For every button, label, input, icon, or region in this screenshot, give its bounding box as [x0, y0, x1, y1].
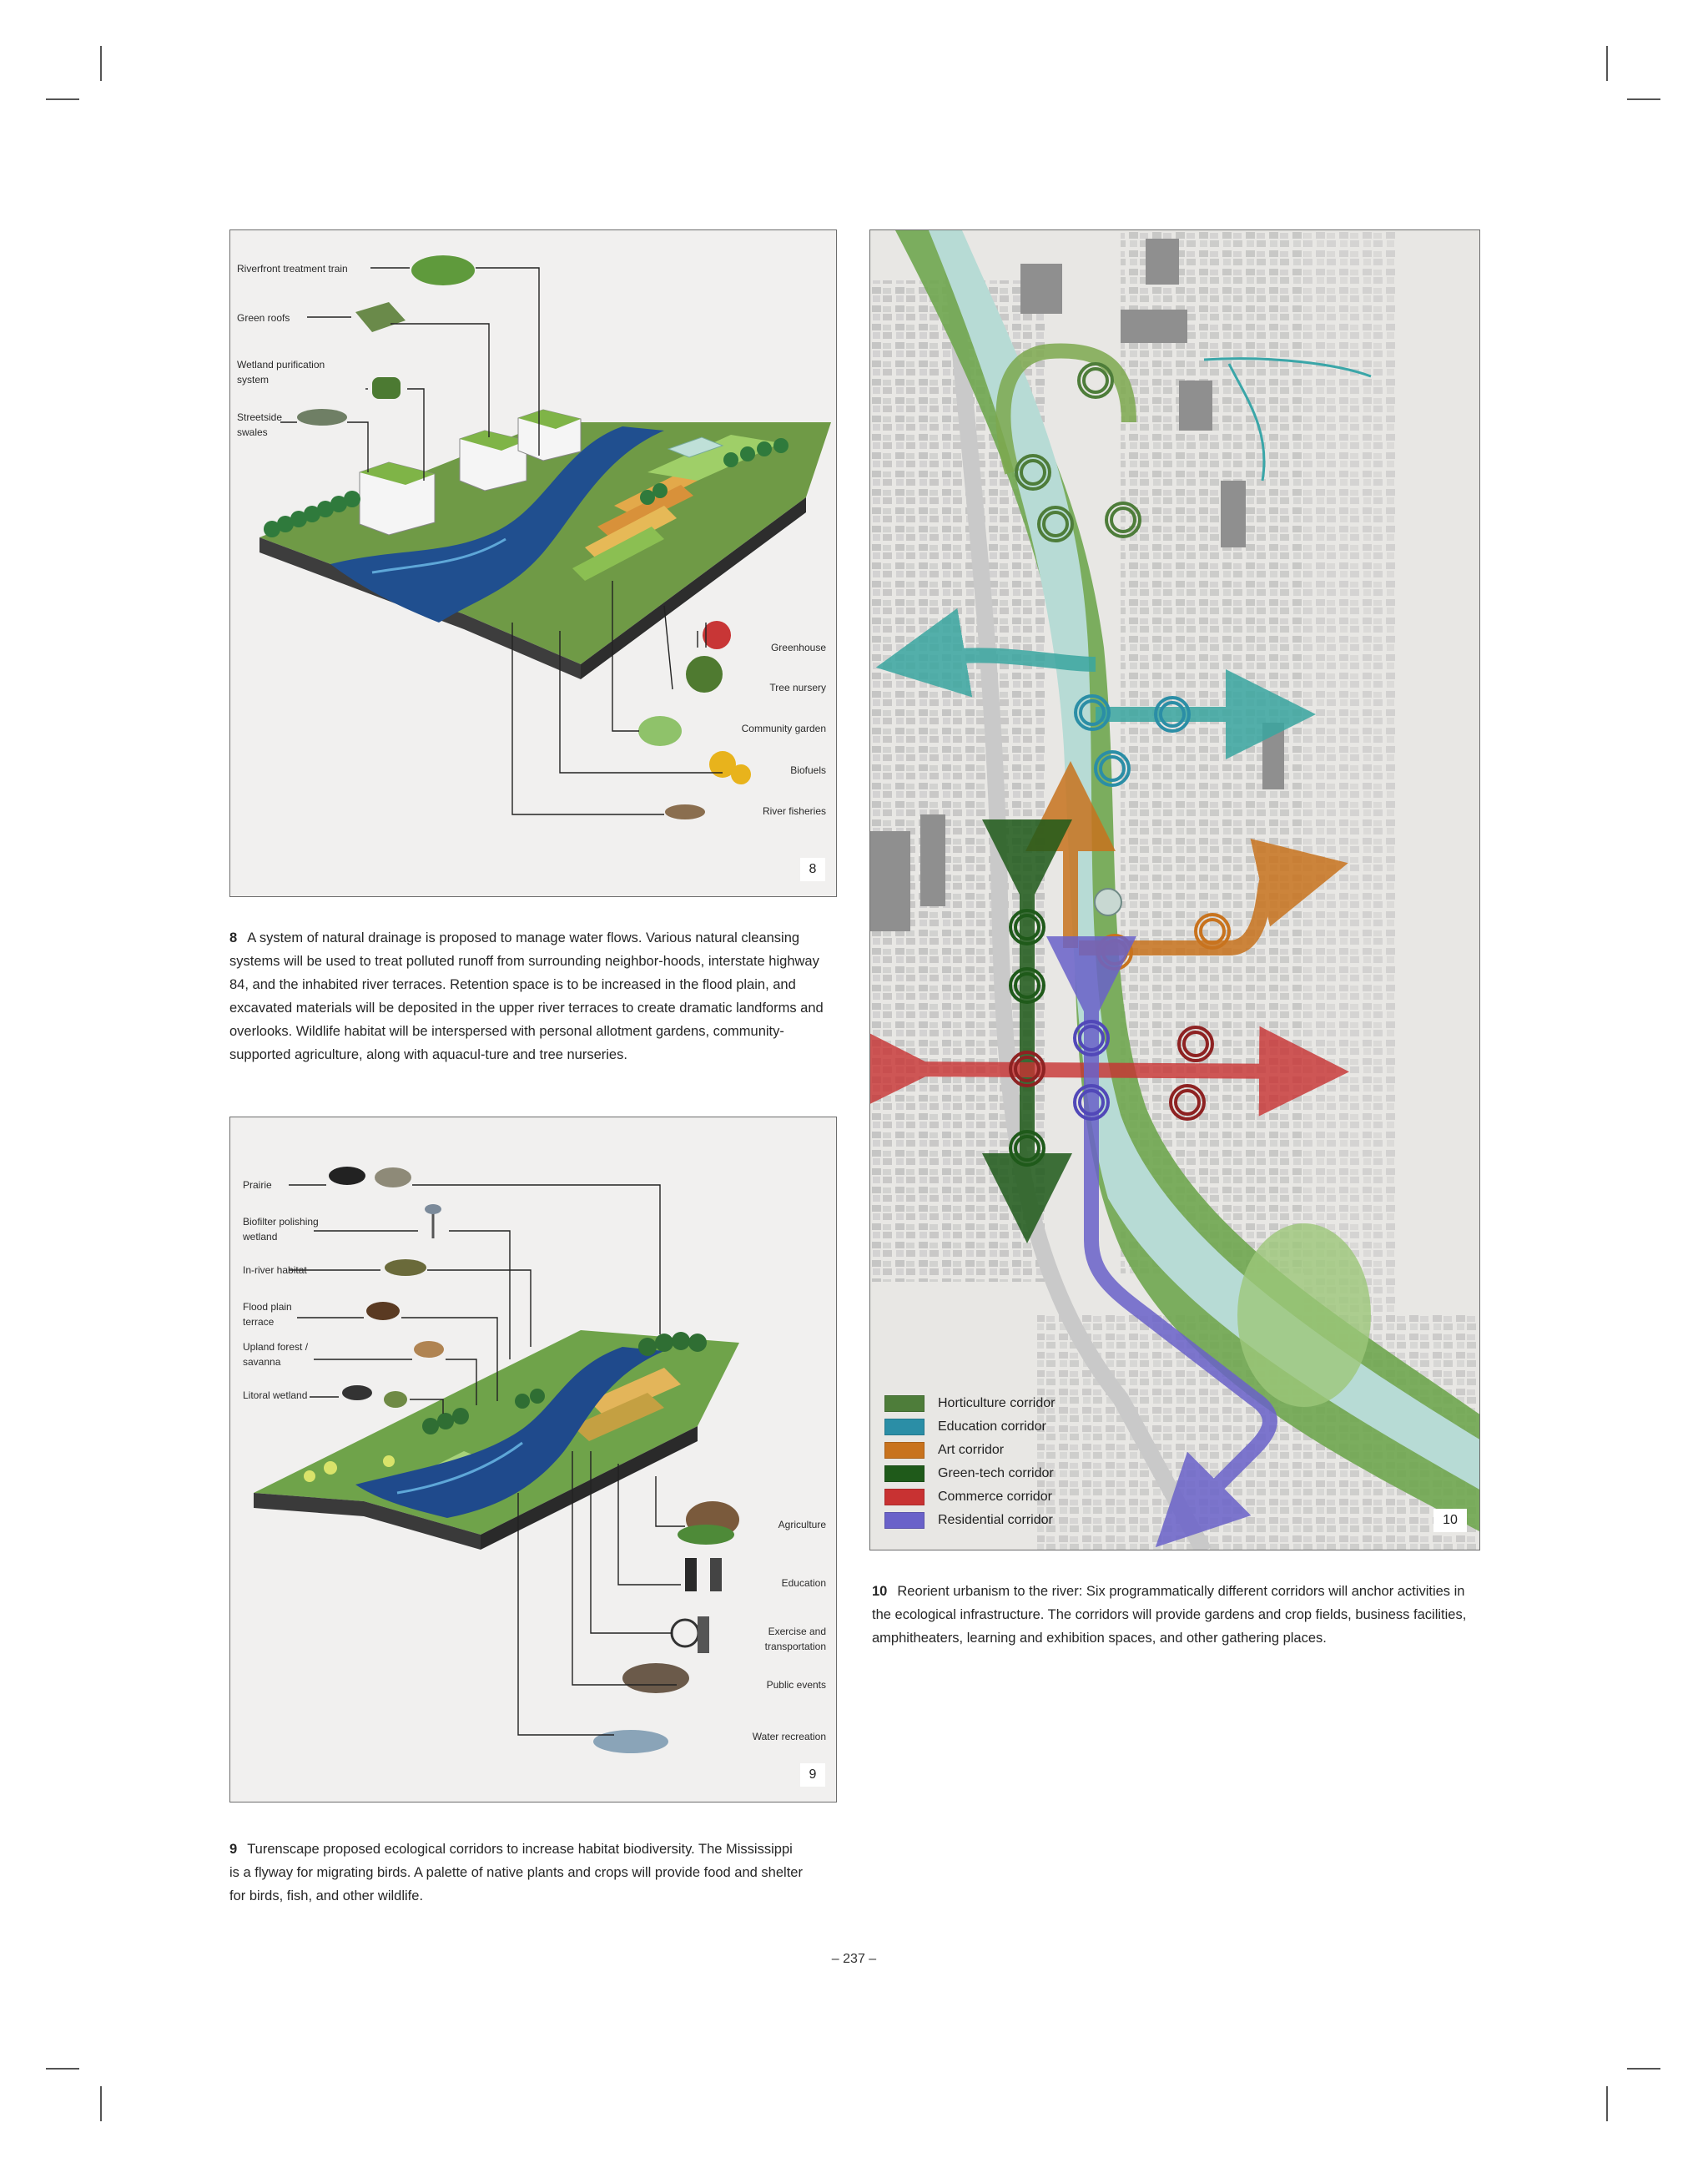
legend-label: Horticulture corridor	[938, 1396, 1056, 1410]
crop-mark	[100, 46, 102, 81]
crop-mark	[1606, 46, 1608, 81]
corridor-map	[870, 230, 1479, 1550]
legend-item: Horticulture corridor	[884, 1392, 1055, 1415]
label-litoral-wetland: Litoral wetland	[243, 1389, 308, 1401]
caption-text: Turenscape proposed ecological corridors…	[229, 1842, 803, 1903]
label-water-recreation: Water recreation	[752, 1731, 826, 1742]
figure-number: 8	[800, 858, 825, 881]
label-tree-nursery: Tree nursery	[769, 682, 826, 693]
page-number: – 237 –	[831, 1952, 877, 1966]
label-in-river-habitat: In-river habitat	[243, 1264, 307, 1276]
caption-number: 10	[872, 1584, 888, 1599]
legend-label: Green-tech corridor	[938, 1466, 1054, 1480]
figure-number: 9	[800, 1763, 825, 1787]
corridor-legend: Horticulture corridor Education corridor…	[884, 1392, 1055, 1532]
label-agriculture: Agriculture	[778, 1519, 826, 1530]
caption-text: A system of natural drainage is proposed…	[229, 930, 824, 1062]
label-biofilter-polishing-wetland: Biofilter polishing wetland	[243, 1216, 319, 1243]
legend-item: Green-tech corridor	[884, 1462, 1055, 1485]
label-flood-plain-terrace: Flood plain terrace	[243, 1301, 292, 1328]
legend-label: Art corridor	[938, 1443, 1005, 1457]
legend-swatch-education	[884, 1419, 925, 1435]
label-riverfront-treatment-train: Riverfront treatment train	[237, 263, 348, 275]
label-greenhouse: Greenhouse	[770, 642, 826, 653]
label-exercise-and-transportation: Exercise and transportation	[764, 1626, 826, 1652]
caption-number: 8	[229, 930, 238, 945]
drainage-illustration	[259, 255, 831, 819]
label-community-garden: Community garden	[741, 723, 826, 734]
label-education: Education	[781, 1577, 826, 1589]
legend-item: Education corridor	[884, 1415, 1055, 1439]
figure-10-corridor-map: 10	[869, 229, 1480, 1550]
legend-item: Art corridor	[884, 1439, 1055, 1462]
label-river-fisheries: River fisheries	[762, 805, 826, 817]
caption-text: Reorient urbanism to the river: Six prog…	[872, 1584, 1467, 1646]
label-streetside-swales: Streetside swales	[237, 411, 283, 438]
legend-swatch-residential	[884, 1512, 925, 1529]
legend-label: Education corridor	[938, 1419, 1046, 1434]
figure-9-habitat-diagram: Prairie Biofilter polishing wetland In-r…	[229, 1117, 837, 1802]
label-upland-forest-savanna: Upland forest / savanna	[243, 1341, 309, 1368]
label-prairie: Prairie	[243, 1179, 272, 1191]
crop-mark	[1627, 98, 1660, 100]
crop-mark	[1627, 2068, 1660, 2070]
label-green-roofs: Green roofs	[237, 312, 290, 324]
legend-swatch-horticulture	[884, 1395, 925, 1412]
legend-label: Commerce corridor	[938, 1490, 1052, 1504]
label-biofuels: Biofuels	[790, 764, 826, 776]
crop-mark	[1606, 2086, 1608, 2121]
habitat-illustration	[254, 1167, 739, 1753]
legend-swatch-green-tech	[884, 1465, 925, 1482]
legend-item: Commerce corridor	[884, 1485, 1055, 1509]
caption-number: 9	[229, 1842, 238, 1857]
crop-mark	[46, 98, 79, 100]
crop-mark	[46, 2068, 79, 2070]
figure-8-drainage-diagram: Riverfront treatment train Green roofs W…	[229, 229, 837, 897]
label-wetland-purification-system: Wetland purification system	[237, 359, 325, 386]
legend-swatch-art	[884, 1442, 925, 1459]
crop-mark	[100, 2086, 102, 2121]
legend-label: Residential corridor	[938, 1513, 1053, 1527]
legend-item: Residential corridor	[884, 1509, 1055, 1532]
legend-swatch-commerce	[884, 1489, 925, 1505]
figure-number: 10	[1433, 1509, 1467, 1532]
label-public-events: Public events	[766, 1679, 826, 1691]
